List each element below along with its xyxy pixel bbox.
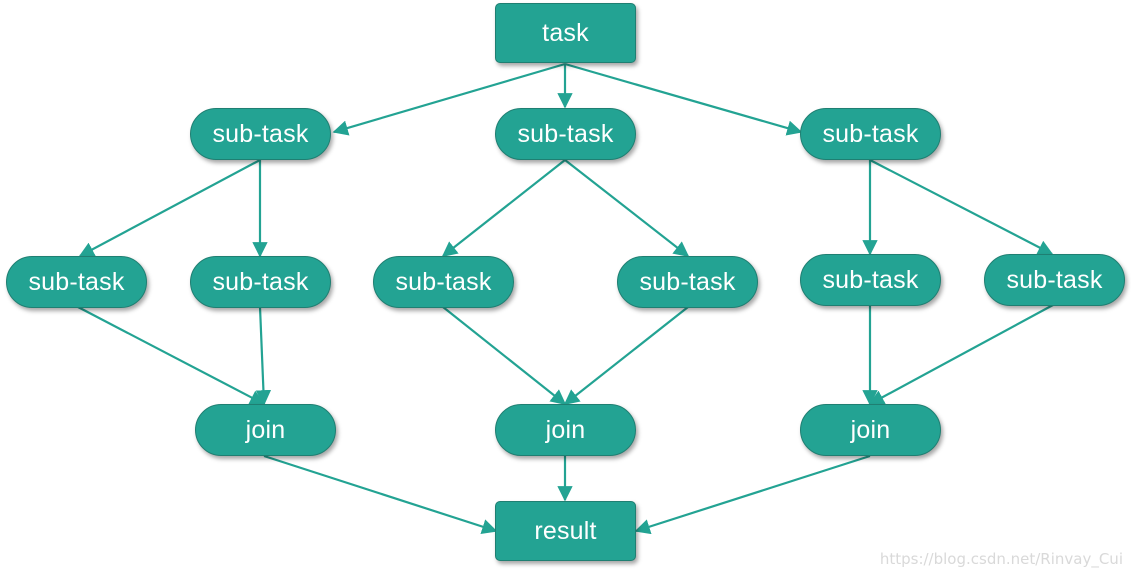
edge-sub-1-to-join-1 <box>77 306 266 405</box>
subtask-node-level2-1: sub-task <box>6 256 147 308</box>
subtask-node-level2-4: sub-task <box>617 256 758 308</box>
edge-task-to-subtask-left <box>332 62 566 136</box>
subtask-node-level2-3: sub-task <box>373 256 514 308</box>
edge-join-3-to-result <box>634 454 871 535</box>
join-node-2: join <box>495 404 636 456</box>
result-node: result <box>495 501 636 561</box>
edge-center-to-sub-3 <box>441 159 566 257</box>
join-node-3: join <box>800 404 941 456</box>
edge-sub-4-to-join-2 <box>563 306 689 405</box>
subtask-node-level1-left: sub-task <box>190 108 331 160</box>
subtask-node-level2-2: sub-task <box>190 256 331 308</box>
edge-sub-6-to-join-3 <box>868 304 1054 405</box>
subtask-node-level1-center: sub-task <box>495 108 636 160</box>
task-node: task <box>495 3 636 63</box>
edge-sub-3-to-join-2 <box>442 306 567 405</box>
edge-center-to-sub-4 <box>564 159 690 257</box>
join-node-1: join <box>195 404 336 456</box>
subtask-node-level1-right: sub-task <box>800 108 941 160</box>
subtask-node-level2-6: sub-task <box>984 254 1125 306</box>
edge-task-to-subtask-right <box>564 62 803 136</box>
edge-left-to-sub-1 <box>78 159 261 257</box>
watermark-text: https://blog.csdn.net/Rinvay_Cui <box>879 550 1123 568</box>
edge-right-to-sub-6 <box>869 159 1054 255</box>
subtask-node-level2-5: sub-task <box>800 254 941 306</box>
edge-join-1-to-result <box>263 454 498 535</box>
edge-sub-2-to-join-1 <box>255 306 272 406</box>
